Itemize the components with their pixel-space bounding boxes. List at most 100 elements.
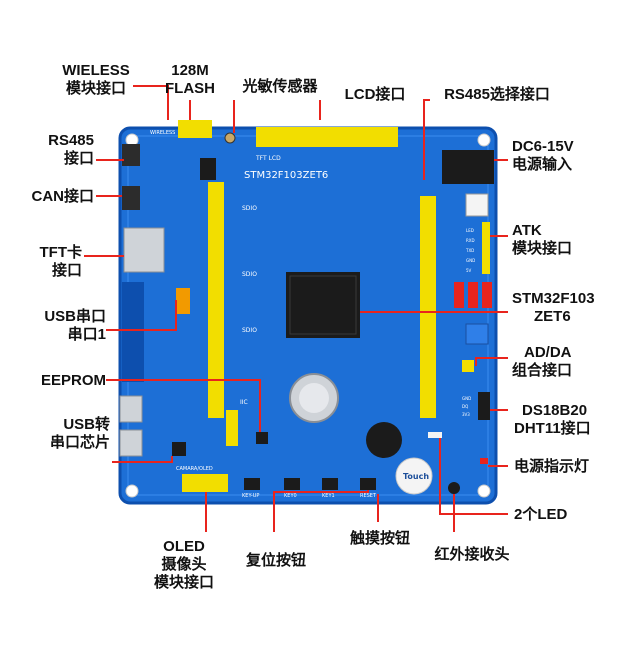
label-power-led-line1: 电源指示灯 — [514, 458, 590, 475]
label-oled-line3: 模块接口 — [153, 574, 214, 591]
label-ad-da-line2: 组合接口 — [512, 362, 573, 379]
ir-receiver — [448, 482, 460, 494]
label-ir: 红外接收头 — [424, 546, 520, 564]
label-ds18b20-line1: DS18B20 — [522, 402, 588, 419]
adda-jumper — [462, 360, 474, 372]
label-dc-power: DC6-15V 电源输入 — [512, 138, 612, 174]
usb-serial-chip — [172, 442, 186, 456]
light-sensor — [224, 132, 236, 144]
label-wireless: WIELESS 模块接口 — [58, 62, 134, 98]
flash-chip — [200, 158, 216, 180]
label-mcu: STM32F103 ZET6 — [512, 290, 622, 326]
label-eeprom: EEPROM — [28, 372, 106, 390]
label-reset-line1: 复位按钮 — [245, 552, 306, 569]
label-flash-line1: 128M — [171, 62, 209, 79]
usb-port-1 — [119, 395, 143, 423]
silk-touch: Touch — [403, 472, 429, 481]
silk-iic: IIC — [240, 399, 248, 406]
left-header — [208, 182, 224, 418]
mcu-chip — [286, 272, 360, 338]
usb-port-2 — [119, 429, 143, 457]
label-rs485-select: RS485选择接口 — [432, 86, 562, 104]
label-rs485: RS485 接口 — [28, 132, 94, 168]
silk-key-up: KEY-UP — [242, 493, 259, 499]
label-two-led: 2个LED — [514, 506, 594, 524]
right-header — [420, 196, 436, 418]
led-pair — [428, 432, 442, 438]
can-terminal — [122, 186, 140, 210]
label-lcd: LCD接口 — [340, 86, 410, 104]
silk-sdio-3: SDIO — [242, 327, 257, 334]
rs485-terminal — [122, 144, 140, 166]
dc-jack — [442, 150, 494, 184]
ds18b20-header — [478, 392, 490, 420]
label-tft-card-line1: TFT卡 — [39, 244, 83, 261]
key1-button — [322, 478, 338, 490]
silk-ds-2: 3V3 — [462, 412, 470, 417]
silk-camera: CAMARA/OLED — [176, 466, 213, 472]
label-light-sensor-line1: 光敏传感器 — [242, 78, 318, 95]
silk-atk-3: GND — [466, 258, 475, 263]
label-oled-line2: 摄像头 — [161, 556, 207, 573]
eeprom-chip — [256, 432, 268, 444]
potentiometer — [465, 323, 489, 345]
label-usb-chip: USB转 串口芯片 — [34, 416, 110, 452]
label-usb-serial: USB串口 串口1 — [30, 308, 106, 344]
touch-pad — [395, 457, 433, 495]
iic-jumper — [226, 410, 238, 446]
label-mcu-line1: STM32F103 — [512, 290, 595, 307]
label-touch: 触摸按钮 — [340, 530, 420, 548]
label-dc-power-line2: 电源输入 — [512, 156, 573, 173]
silk-atk-0: LED — [466, 228, 474, 233]
label-light-sensor: 光敏传感器 — [234, 78, 326, 96]
boot-switch — [465, 193, 489, 217]
label-wireless-line2: 模块接口 — [65, 80, 126, 97]
silk-ds-0: GND — [462, 396, 471, 401]
silk-wireless: WIRELESS — [150, 130, 175, 136]
label-tft-card: TFT卡 接口 — [20, 244, 83, 280]
label-rs485-line1: RS485 — [48, 132, 94, 149]
tf-card-slot — [123, 227, 165, 273]
label-oled-line1: OLED — [163, 538, 205, 555]
label-rs485-line2: 接口 — [63, 150, 94, 167]
label-flash: 128M FLASH — [160, 62, 220, 98]
callout-lines — [84, 85, 508, 532]
lcd-header — [256, 127, 398, 147]
silk-atk-1: RXD — [466, 238, 475, 243]
silk-atk-4: 5V — [466, 268, 472, 273]
label-touch-line1: 触摸按钮 — [349, 530, 410, 547]
label-lcd-line1: LCD接口 — [344, 86, 406, 103]
label-ds18b20-line2: DHT11接口 — [514, 420, 591, 437]
silk-key1: KEY1 — [322, 493, 335, 499]
power-led — [480, 458, 488, 464]
silk-title: STM32F103ZET6 — [244, 170, 328, 181]
silk-reset: RESET — [360, 493, 377, 499]
label-usb-chip-line2: 串口芯片 — [49, 434, 110, 451]
label-atk: ATK 模块接口 — [512, 222, 602, 258]
atk-header — [482, 222, 490, 274]
label-usb-serial-line1: USB串口 — [44, 308, 106, 325]
label-atk-line2: 模块接口 — [512, 240, 573, 257]
label-ir-line1: 红外接收头 — [434, 546, 510, 563]
label-two-led-line1: 2个LED — [514, 506, 568, 523]
label-dc-power-line1: DC6-15V — [512, 138, 574, 155]
silk-tft: TFT LCD — [255, 155, 281, 162]
silk-sdio-2: SDIO — [242, 271, 257, 278]
label-rs485-select-line1: RS485选择接口 — [444, 86, 550, 103]
label-ad-da-line1: AD/DA — [524, 344, 572, 361]
buzzer — [366, 422, 402, 458]
label-can: CAN接口 — [18, 188, 95, 206]
label-power-led: 电源指示灯 — [514, 458, 614, 476]
key-up-button — [244, 478, 260, 490]
label-can-line1: CAN接口 — [31, 188, 95, 205]
reset-button — [360, 478, 376, 490]
camera-oled-header — [182, 474, 228, 492]
label-oled: OLED 摄像头 模块接口 — [144, 538, 224, 592]
label-ds18b20: DS18B20 DHT11接口 — [514, 402, 624, 438]
label-usb-chip-line1: USB转 — [63, 416, 110, 433]
label-reset: 复位按钮 — [236, 552, 316, 570]
silk-ds-1: DQ — [462, 404, 468, 409]
label-flash-line2: FLASH — [165, 80, 215, 97]
